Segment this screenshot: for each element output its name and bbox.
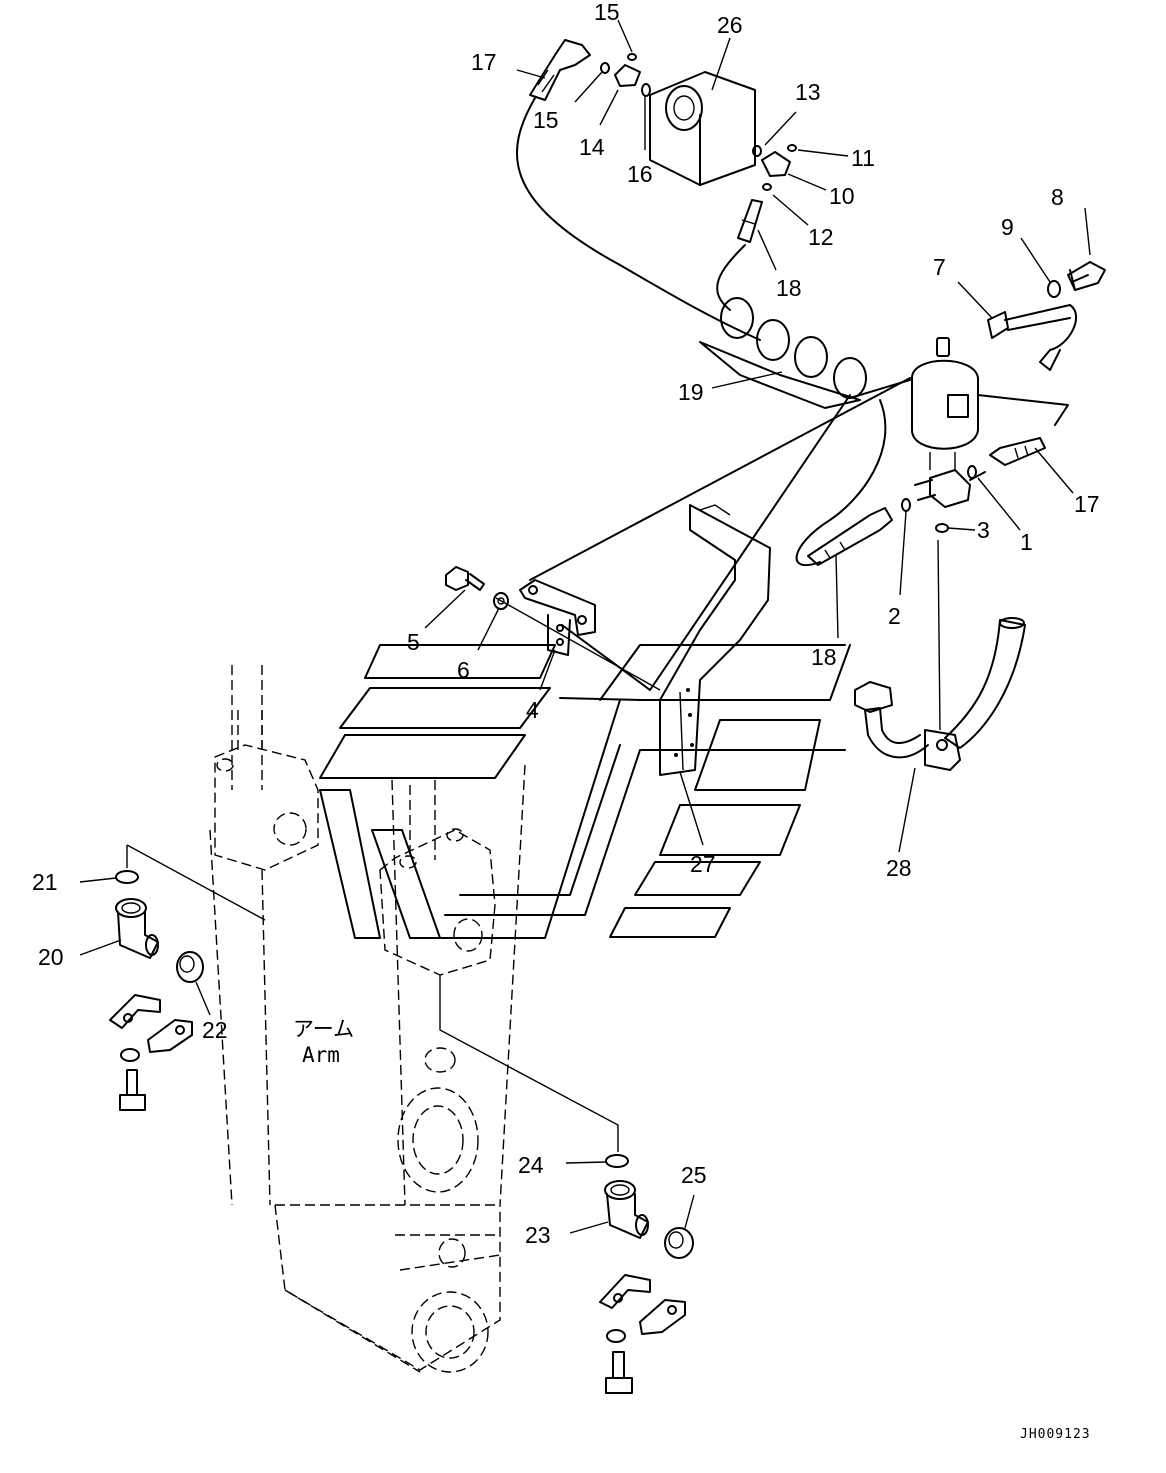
callout-24: 24: [518, 1152, 544, 1178]
accumulator: [911, 337, 979, 470]
callout-27: 27: [690, 851, 716, 877]
bolt-8: [1067, 261, 1106, 291]
callout-1: 1: [1020, 529, 1033, 555]
callout-5: 5: [407, 629, 420, 655]
arm-outline: [209, 665, 526, 1373]
callout-21: 21: [32, 869, 58, 895]
hose-17-right: [989, 437, 1046, 466]
nut-22: [176, 951, 204, 983]
callout-9: 9: [1001, 214, 1014, 240]
callout-28: 28: [886, 855, 912, 881]
component-26: [649, 71, 756, 186]
elbow-20: [115, 898, 159, 959]
callout-26: 26: [717, 12, 743, 38]
callout-15b: 15: [533, 107, 559, 133]
hoses: [516, 97, 1069, 691]
tee-fitting: [901, 465, 986, 533]
callout-23: 23: [525, 1222, 551, 1248]
callout-4: 4: [526, 697, 539, 723]
washer-9: [1047, 280, 1061, 298]
nut-25: [664, 1227, 694, 1259]
callout-25: 25: [681, 1162, 707, 1188]
callout-18a: 18: [776, 275, 802, 301]
callout-3: 3: [977, 517, 990, 543]
callout-17a: 17: [471, 49, 497, 75]
callout-12: 12: [808, 224, 834, 250]
oring-24: [605, 1154, 629, 1168]
hose-18-upper: [737, 199, 763, 243]
callout-8: 8: [1051, 184, 1064, 210]
callout-14: 14: [579, 134, 605, 160]
callout-19: 19: [678, 379, 704, 405]
callout-16: 16: [627, 161, 653, 187]
hose-17-top: [529, 39, 591, 101]
callout-6: 6: [457, 657, 470, 683]
washer-6: [493, 592, 509, 610]
callout-22: 22: [202, 1017, 228, 1043]
frame-bracket-27: [659, 504, 771, 776]
fitting-14: [600, 53, 651, 97]
callout-7: 7: [933, 254, 946, 280]
hose-clamp-19: [699, 297, 867, 409]
fitting-10: [752, 144, 797, 191]
pipe-28: [854, 617, 1026, 771]
arm-label-jp: アーム: [293, 1017, 354, 1041]
hose-18-lower: [807, 507, 893, 566]
callout-17b: 17: [1074, 491, 1100, 517]
guard-plates: [319, 644, 851, 939]
callout-labels: 15 26 17 15 14 16 13 11 10 8 12 9 7 18 1…: [32, 0, 1100, 1248]
callout-18b: 18: [811, 644, 837, 670]
bolt-5: [445, 566, 485, 591]
callout-11: 11: [851, 145, 875, 171]
callout-15a: 15: [594, 0, 620, 25]
leader-lines: [79, 19, 1091, 1234]
callout-20: 20: [38, 944, 64, 970]
callout-2: 2: [888, 603, 901, 629]
callout-13: 13: [795, 79, 821, 105]
bracket-4: [519, 579, 596, 656]
strap-7: [987, 304, 1077, 371]
drawing-code: JH009123: [1020, 1427, 1091, 1442]
arm-label-en: Arm: [302, 1043, 340, 1067]
callout-10: 10: [829, 183, 855, 209]
split-flange-20: [109, 994, 193, 1111]
split-flange-23: [599, 1274, 686, 1394]
oring-21: [115, 870, 139, 884]
elbow-23: [604, 1180, 649, 1239]
